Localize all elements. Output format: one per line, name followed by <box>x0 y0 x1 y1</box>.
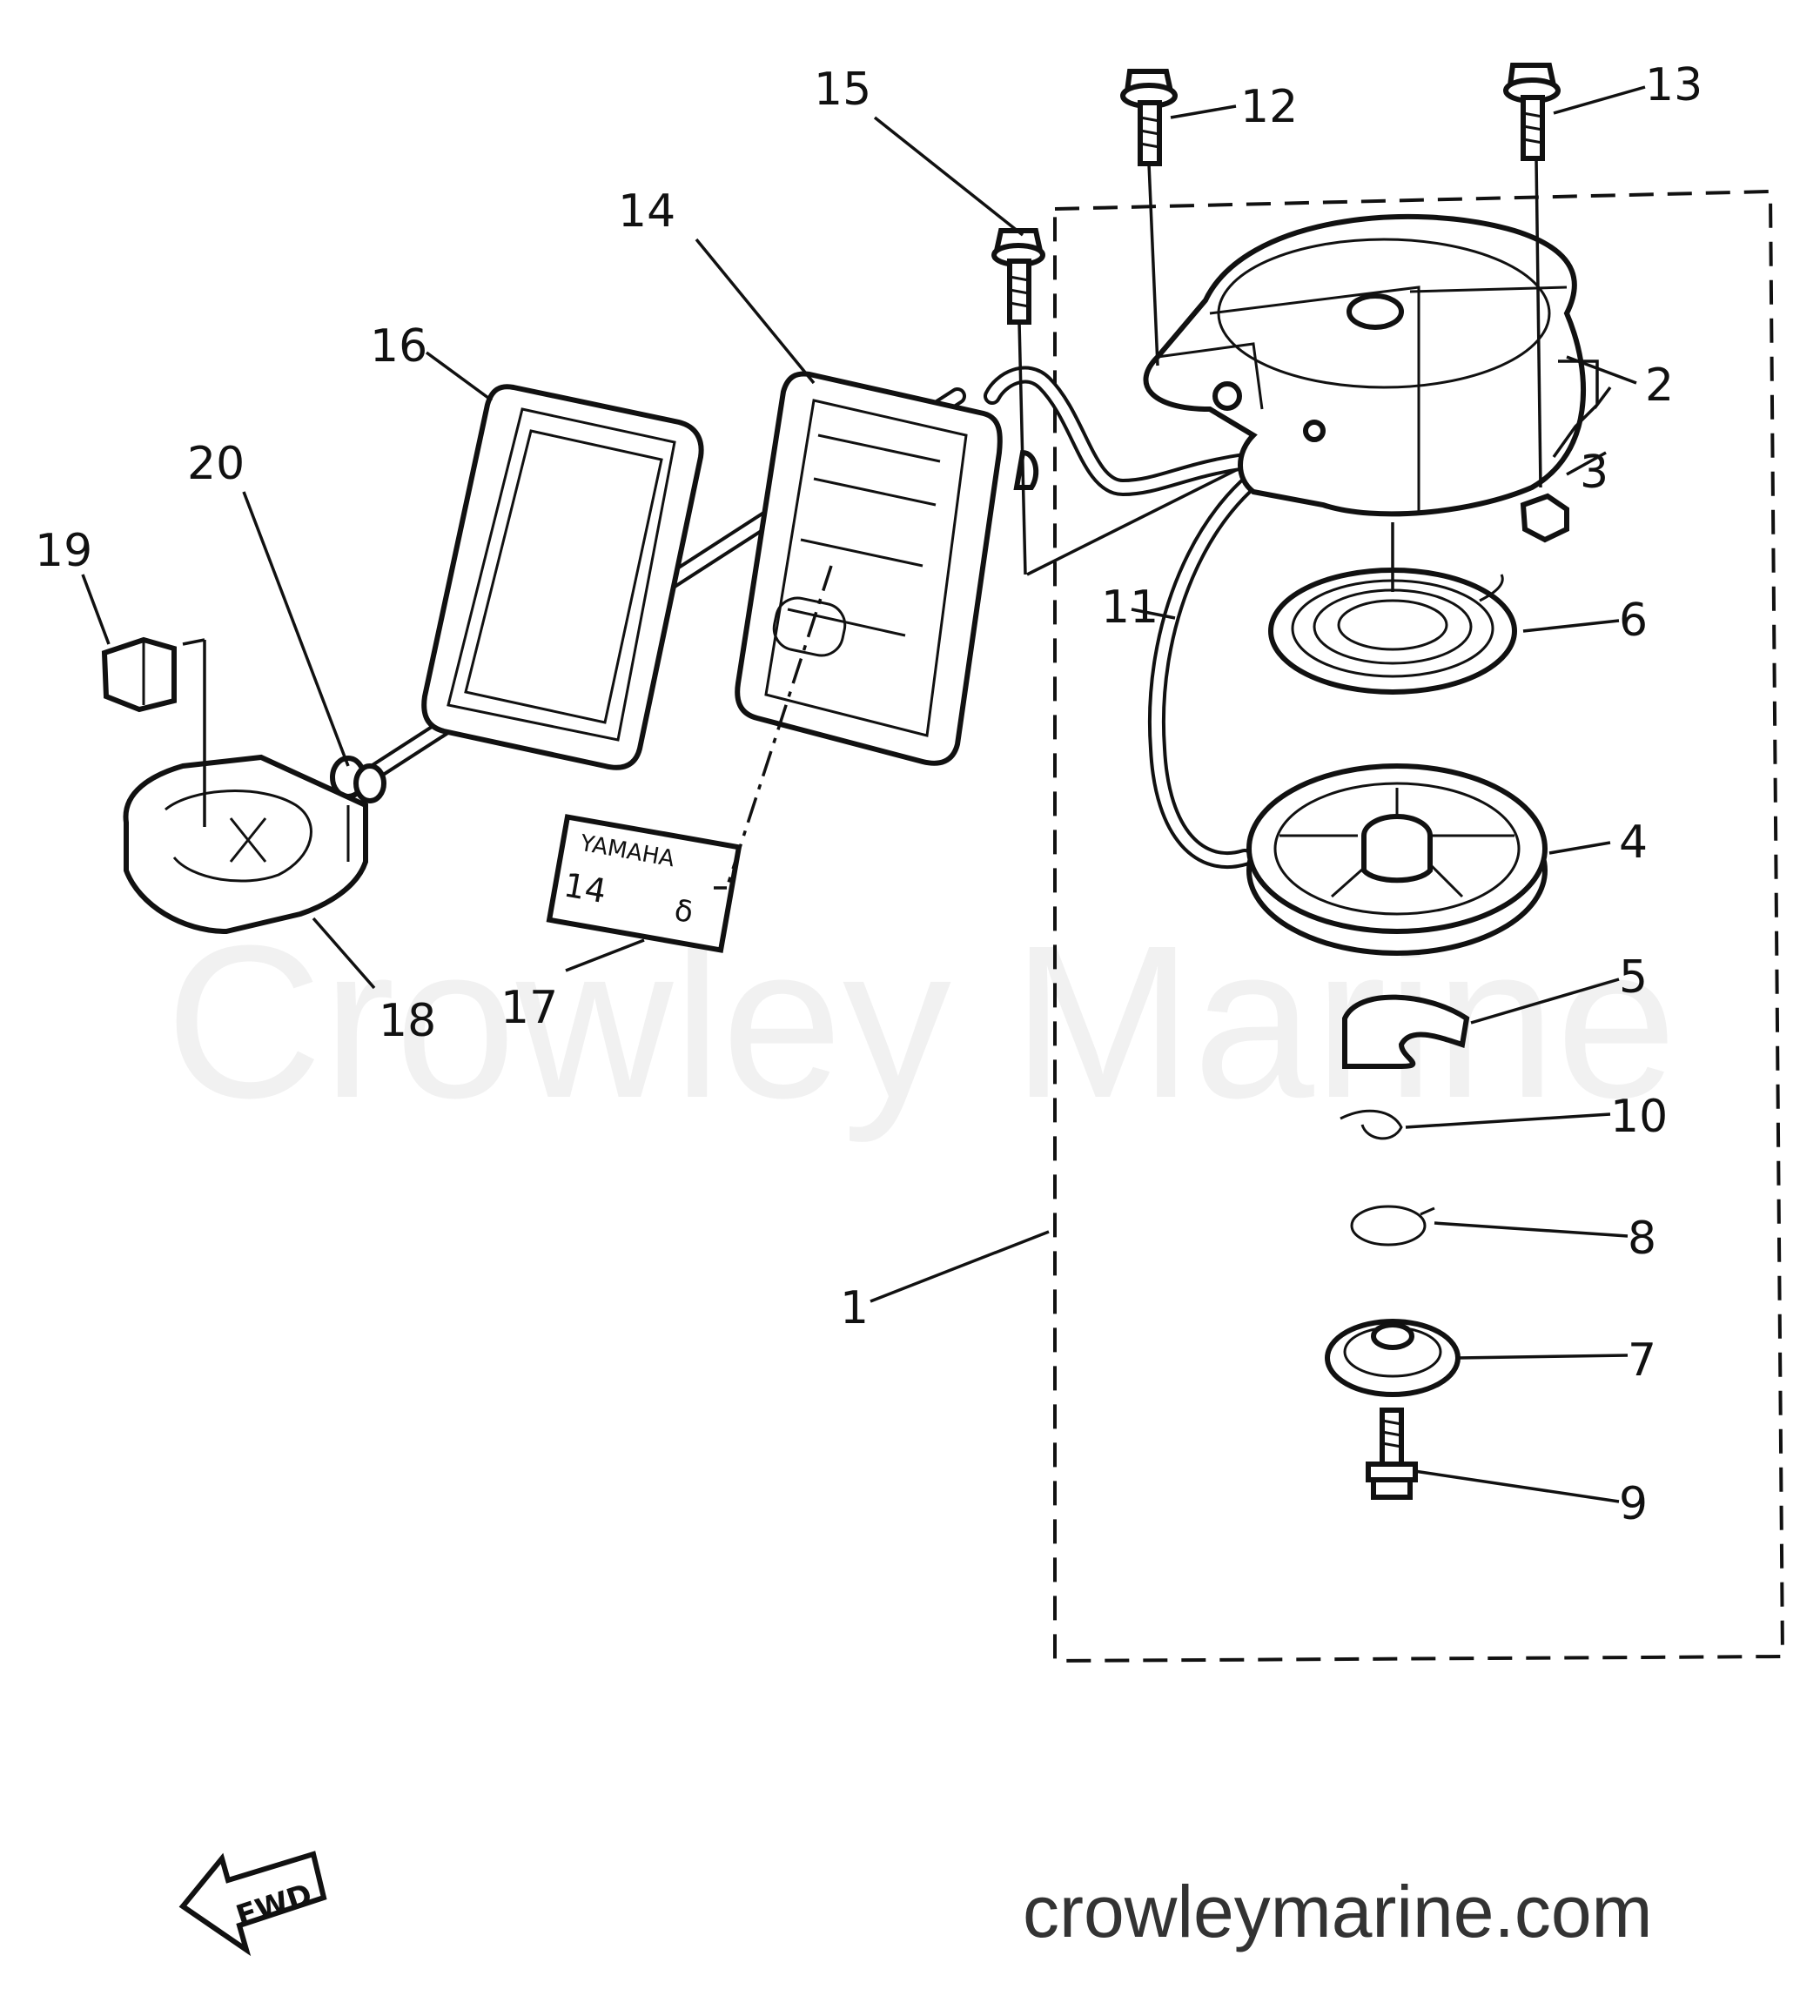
callout-20: 20 <box>187 438 245 490</box>
callout-7: 7 <box>1628 1334 1656 1387</box>
callout-2: 2 <box>1645 360 1674 412</box>
bolt-15 <box>991 228 1045 325</box>
sheave-drum <box>1246 763 1548 956</box>
nut <box>1520 493 1569 543</box>
callout-13: 13 <box>1645 59 1702 111</box>
callout-16: 16 <box>370 320 427 373</box>
leader-lines <box>81 85 1646 1503</box>
callout-8: 8 <box>1628 1213 1656 1265</box>
rope-guide-bracket <box>735 371 1039 766</box>
starter-housing <box>1143 213 1586 517</box>
callout-labels: 1 2 3 4 5 6 7 8 9 10 11 12 13 14 15 16 1… <box>35 59 1702 1530</box>
decal-model: 14 <box>561 865 609 911</box>
seal-frame <box>421 384 704 770</box>
callout-12: 12 <box>1240 81 1298 133</box>
bolt-13 <box>1503 63 1561 161</box>
fwd-arrow: FWD <box>178 1851 327 1957</box>
handle-insert <box>101 636 177 713</box>
callout-6: 6 <box>1619 595 1648 647</box>
callout-3: 3 <box>1580 447 1608 499</box>
drive-pawl <box>1342 994 1470 1069</box>
return-spring <box>1340 1109 1403 1140</box>
starter-handle <box>123 754 368 935</box>
spiral-spring <box>1268 568 1517 695</box>
friction-plate <box>1325 1319 1461 1397</box>
website-url: crowleymarine.com <box>1023 1871 1653 1952</box>
callout-11: 11 <box>1101 581 1158 634</box>
callout-18: 18 <box>379 995 436 1047</box>
callout-17: 17 <box>500 982 558 1034</box>
callout-5: 5 <box>1619 951 1648 1004</box>
callout-1: 1 <box>840 1282 869 1334</box>
bolt-12 <box>1120 69 1178 166</box>
callout-9: 9 <box>1619 1478 1648 1530</box>
callout-10: 10 <box>1610 1091 1668 1143</box>
callout-14: 14 <box>618 185 675 238</box>
assembly-frame <box>1053 189 1785 1663</box>
callout-4: 4 <box>1619 816 1648 869</box>
callout-15: 15 <box>814 64 871 116</box>
decal-label: YAMAHA 14 δ <box>546 814 742 953</box>
callout-19: 19 <box>35 525 92 577</box>
screw <box>1366 1408 1418 1500</box>
circlip <box>1350 1205 1435 1247</box>
